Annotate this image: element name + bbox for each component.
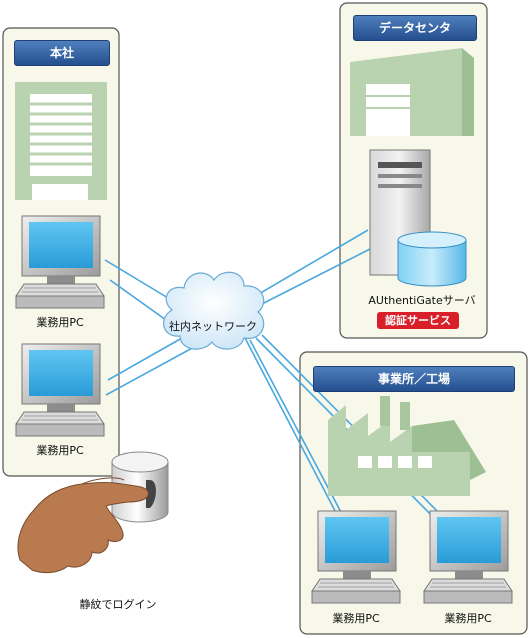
database-icon: [397, 231, 467, 287]
network-cloud-label: 社内ネットワーク: [169, 320, 257, 333]
datacenter-building-icon: [350, 48, 474, 136]
computer-icon: [423, 510, 513, 604]
office-title: 事業所／工場: [313, 366, 515, 392]
headquarters-title: 本社: [14, 40, 110, 66]
computer-icon: [311, 510, 401, 604]
pc-label: 業務用PC: [36, 444, 84, 457]
service-badge: 認証サービス: [377, 312, 459, 329]
login-caption: 静紋でログイン: [79, 598, 157, 611]
hand-icon: [17, 477, 149, 574]
factory-icon: [328, 396, 486, 496]
pc-label: 業務用PC: [332, 612, 380, 625]
server-label: AUthentiGateサーバ: [368, 294, 476, 307]
computer-icon: [15, 343, 105, 437]
office-building-icon: [15, 82, 107, 200]
network-cloud-icon: [163, 271, 265, 350]
pc-label: 業務用PC: [444, 612, 492, 625]
computer-icon: [15, 215, 105, 309]
pc-label: 業務用PC: [36, 316, 84, 329]
datacenter-title: データセンタ: [353, 15, 477, 41]
